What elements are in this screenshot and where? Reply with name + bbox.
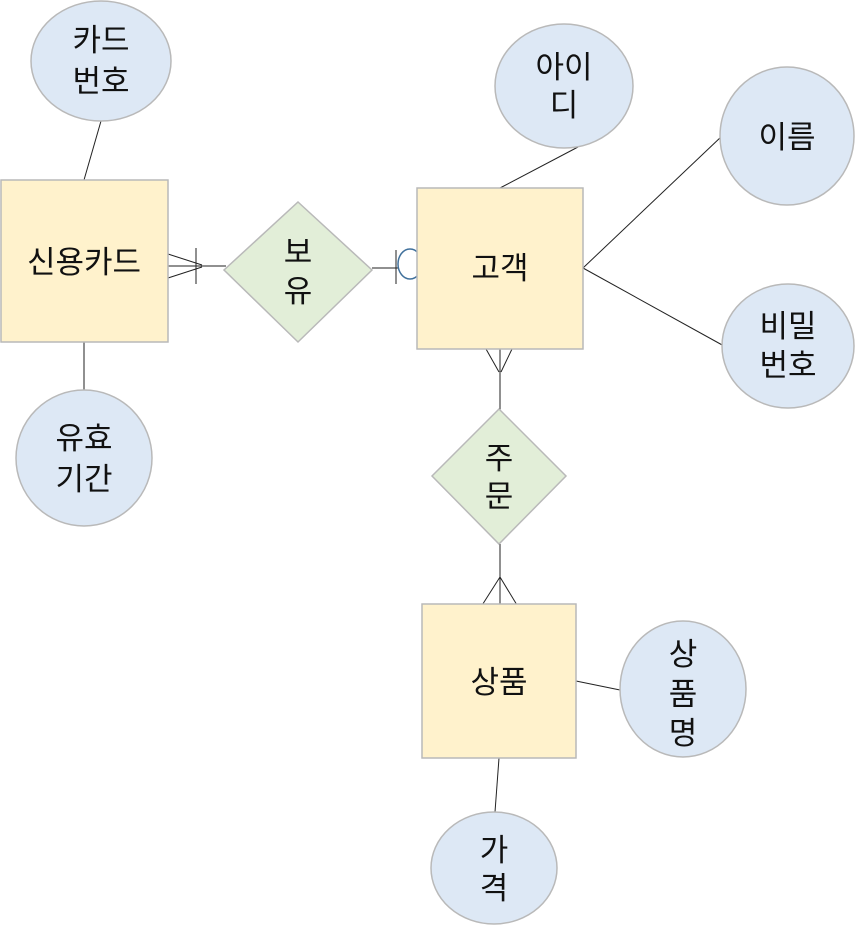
attribute-customer-id[interactable]: 아이 디	[494, 23, 634, 149]
crowfoot-customer-right	[500, 348, 513, 373]
attribute-product-name[interactable]: 상 품 명	[619, 620, 747, 758]
attribute-password-line-2: 번호	[759, 348, 816, 384]
entity-credit-card-label: 신용카드	[27, 245, 141, 281]
attribute-product-name-line-3: 명	[669, 716, 698, 752]
crowfoot-card-lower	[167, 266, 203, 279]
entity-customer-label: 고객	[471, 251, 528, 287]
attribute-price-line-1: 가	[480, 833, 509, 869]
connector-lines	[83, 120, 725, 813]
line-price	[494, 757, 500, 813]
attribute-card-number-line-2: 번호	[72, 64, 129, 100]
attribute-valid-period-line-1: 유효	[55, 421, 112, 457]
line-name	[582, 135, 723, 269]
attribute-valid-period[interactable]: 유효 기간	[15, 389, 153, 527]
relationship-orders-line-1: 주	[485, 441, 514, 477]
attribute-price[interactable]: 가 격	[430, 811, 558, 925]
attribute-password-line-1: 비밀	[759, 309, 816, 345]
line-product-name	[575, 680, 621, 691]
attribute-card-number[interactable]: 카드 번호	[30, 0, 172, 122]
crowfoot-customer-left	[485, 348, 500, 373]
relationship-holds-line-1: 보	[284, 235, 313, 271]
relationship-holds[interactable]: 보 유	[222, 200, 374, 344]
entity-credit-card[interactable]: 신용카드	[0, 179, 169, 343]
entity-product-label: 상품	[470, 665, 527, 701]
line-customer-id	[499, 146, 579, 189]
attribute-product-name-line-1: 상	[669, 637, 698, 673]
line-card-number	[83, 120, 102, 181]
attribute-customer-id-line-1: 아이	[535, 50, 592, 86]
entity-product[interactable]: 상품	[421, 603, 577, 759]
attribute-password[interactable]: 비밀 번호	[721, 283, 855, 409]
attribute-product-name-line-2: 품	[669, 677, 698, 713]
attribute-card-number-line-1: 카드	[72, 23, 129, 59]
relationship-holds-line-2: 유	[284, 274, 313, 310]
relationship-orders[interactable]: 주 문	[430, 407, 568, 546]
line-password	[582, 267, 725, 347]
relationship-orders-line-2: 문	[485, 479, 514, 515]
entity-customer[interactable]: 고객	[416, 187, 584, 350]
attribute-valid-period-line-2: 기간	[55, 462, 112, 498]
attribute-name[interactable]: 이름	[719, 66, 855, 206]
crowfoot-card-upper	[167, 253, 203, 266]
attribute-customer-id-line-2: 디	[550, 88, 579, 124]
attribute-name-line-1: 이름	[758, 120, 815, 156]
attribute-price-line-2: 격	[480, 871, 509, 907]
